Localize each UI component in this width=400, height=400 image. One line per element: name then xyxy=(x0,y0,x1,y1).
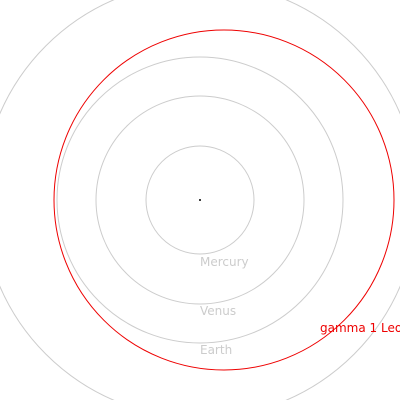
label-earth: Earth xyxy=(200,343,232,357)
orbit-earth xyxy=(56,56,344,344)
orbit-venus xyxy=(95,95,305,305)
label-gamma-1-leo: gamma 1 Leo xyxy=(320,321,400,335)
label-mercury: Mercury xyxy=(200,255,249,269)
sun-marker xyxy=(199,199,201,201)
orbit-gamma-1-leo xyxy=(53,29,395,371)
orbit-mercury xyxy=(145,145,255,255)
label-venus: Venus xyxy=(200,304,236,318)
